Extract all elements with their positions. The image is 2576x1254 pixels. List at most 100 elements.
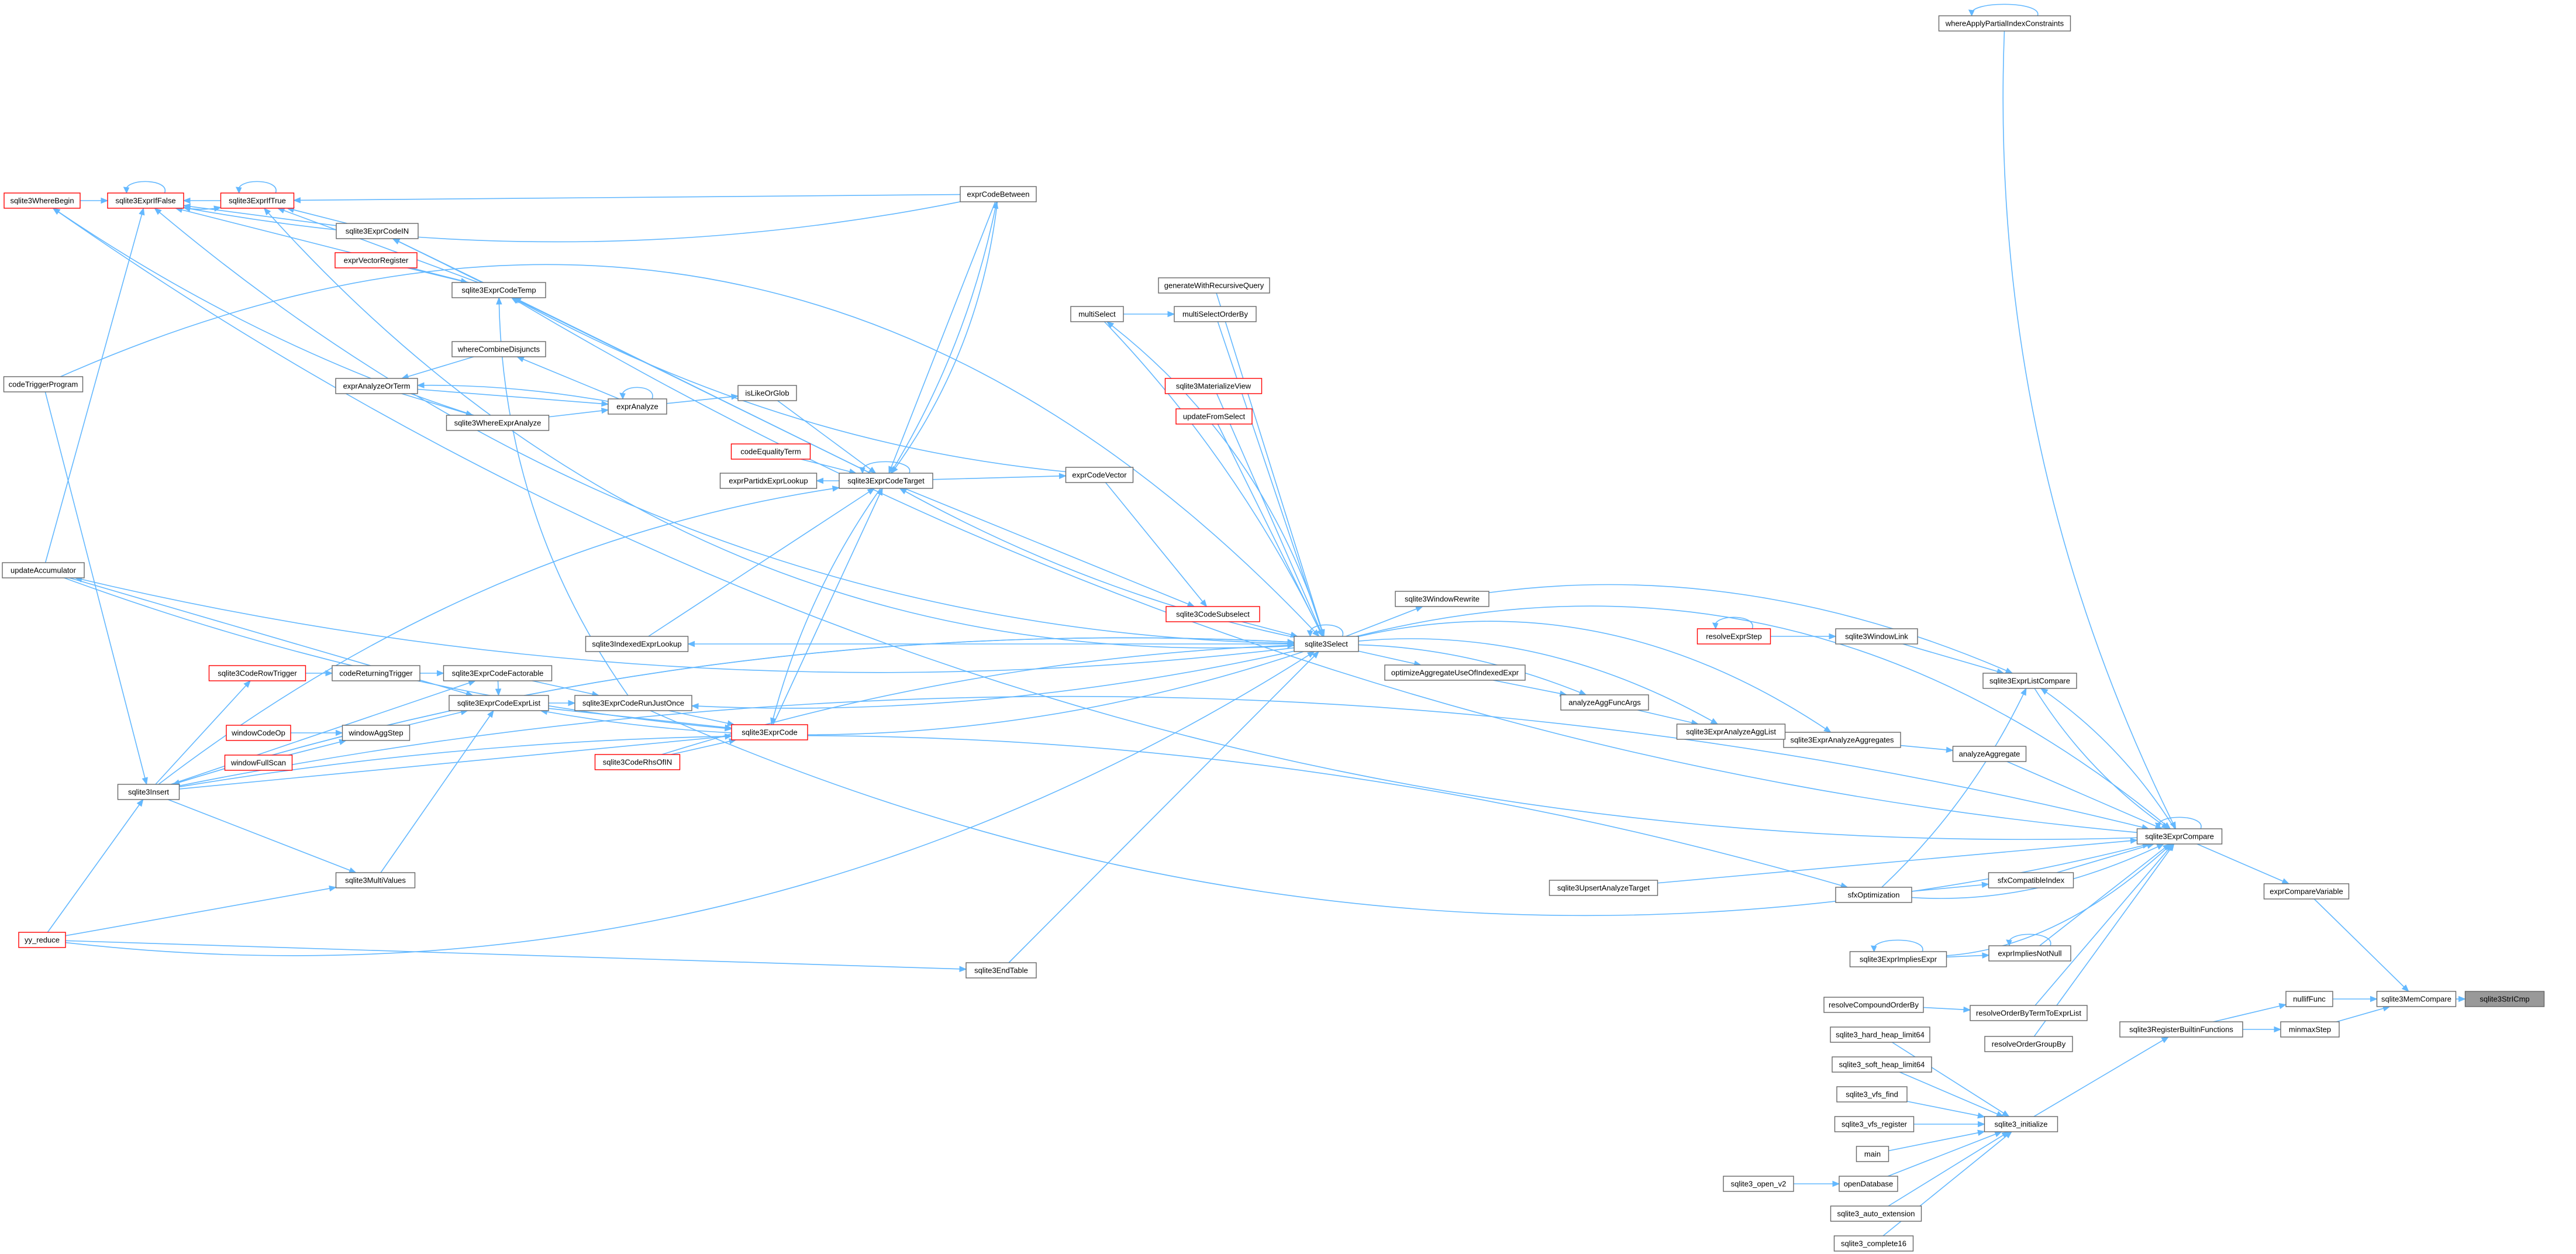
function-node-box (1835, 887, 1912, 903)
arrowhead-icon (2161, 1036, 2170, 1043)
function-node[interactable]: exprCodeVector (1065, 467, 1134, 483)
call-edge-line (1358, 638, 1718, 725)
function-node[interactable]: sqlite3WhereBegin (4, 192, 81, 209)
function-node-label: exprPartidxExprLookup (729, 477, 808, 485)
function-node[interactable]: main (1856, 1146, 1889, 1162)
call-edge-line (1358, 650, 1421, 666)
function-node[interactable]: sqlite3ExprListCompare (1982, 673, 2077, 689)
call-edge-line (2002, 30, 2177, 829)
function-node[interactable]: sqlite3MaterializeView (1164, 378, 1263, 394)
function-node[interactable]: sqlite3_vfs_register (1834, 1116, 1915, 1132)
function-node[interactable]: sqlite3_hard_heap_limit64 (1830, 1026, 1930, 1043)
arrowhead-icon (52, 208, 61, 215)
function-node[interactable]: sqlite3IndexedExprLookup (585, 636, 689, 652)
function-node[interactable]: resolveOrderByTermToExprList (1970, 1005, 2088, 1021)
function-node[interactable]: openDatabase (1839, 1176, 1898, 1192)
function-node[interactable]: sqlite3ExprCodeTarget (839, 473, 933, 489)
function-node[interactable]: generateWithRecursiveQuery (1158, 277, 1270, 294)
function-node[interactable]: windowAggStep (342, 725, 411, 741)
function-node[interactable]: sqlite3ExprIfFalse (107, 192, 184, 209)
function-node-label: sqlite3ExprIfFalse (115, 197, 175, 205)
function-node[interactable]: sqlite3_soft_heap_limit64 (1832, 1056, 1932, 1073)
function-node[interactable]: sqlite3ExprCodeFactorable (443, 665, 553, 681)
arrowhead-icon (2004, 1131, 2012, 1139)
function-node[interactable]: sqlite3WhereExprAnalyze (446, 415, 550, 431)
function-node[interactable]: isLikeOrGlob (737, 385, 797, 401)
function-node[interactable]: codeEqualityTerm (730, 443, 811, 460)
function-node[interactable]: analyzeAggregate (1952, 746, 2027, 762)
call-edge-line (1493, 680, 1567, 695)
function-node[interactable]: minmaxStep (2280, 1021, 2340, 1038)
function-node[interactable]: sqlite3UpsertAnalyzeTarget (1549, 880, 1658, 896)
function-node[interactable]: codeReturningTrigger (332, 665, 420, 681)
function-node[interactable]: sqlite3ExprCompare (2136, 828, 2223, 845)
function-node[interactable]: sqlite3RegisterBuiltinFunctions (2119, 1021, 2243, 1038)
function-node[interactable]: updateFromSelect (1175, 408, 1253, 425)
function-node[interactable]: codeTriggerProgram (3, 376, 84, 392)
function-node[interactable]: sqlite3CodeRowTrigger (208, 665, 306, 681)
function-node[interactable]: sfxCompatibleIndex (1988, 872, 2074, 888)
function-node[interactable]: resolveCompoundOrderBy (1823, 997, 1924, 1013)
function-node[interactable]: analyzeAggFuncArgs (1560, 694, 1649, 711)
function-node[interactable]: exprCompareVariable (2263, 883, 2350, 900)
function-node[interactable]: sqlite3MultiValues (335, 872, 416, 888)
function-node[interactable]: exprAnalyze (608, 398, 667, 415)
function-node[interactable]: sqlite3MemCompare (2376, 991, 2457, 1007)
function-node[interactable]: windowCodeOp (226, 725, 291, 741)
function-node[interactable]: sqlite3ExprCodeRunJustOnce (574, 695, 692, 711)
function-node[interactable]: sqlite3Insert (117, 784, 180, 800)
function-node[interactable]: sqlite3ExprIfTrue (220, 192, 295, 209)
function-node[interactable]: whereApplyPartialIndexConstraints (1938, 15, 2071, 32)
function-node[interactable]: sqlite3_complete16 (1833, 1235, 1914, 1252)
function-node[interactable]: resolveOrderGroupBy (1984, 1036, 2073, 1052)
function-node[interactable]: sqlite3ExprCode (731, 724, 808, 740)
function-node[interactable]: sqlite3ExprAnalyzeAggList (1676, 724, 1786, 740)
function-node[interactable]: sqlite3CodeSubselect (1165, 606, 1260, 622)
function-node-box (737, 385, 797, 401)
function-node[interactable]: sqlite3CodeRhsOfIN (594, 754, 681, 770)
function-node[interactable]: multiSelect (1070, 306, 1124, 322)
function-node[interactable]: sqlite3ExprCodeExprList (449, 695, 549, 711)
function-node[interactable]: exprImpliesNotNull (1988, 945, 2071, 962)
function-node[interactable]: resolveExprStep (1696, 628, 1771, 645)
function-node[interactable]: sqlite3ExprCodeTemp (451, 282, 546, 298)
function-node[interactable]: sqlite3_auto_extension (1830, 1205, 1922, 1222)
call-edge-line (75, 577, 1295, 673)
call-edge (1216, 393, 1324, 638)
function-node-box (451, 341, 546, 357)
function-node-box (585, 636, 689, 652)
function-node[interactable]: sqlite3ExprAnalyzeAggregates (1783, 732, 1901, 748)
function-node[interactable]: sqlite3_open_v2 (1723, 1176, 1794, 1192)
function-node[interactable]: exprPartidxExprLookup (719, 473, 818, 489)
function-node[interactable]: sqlite3WindowRewrite (1395, 591, 1489, 607)
function-node[interactable]: windowFullScan (224, 755, 293, 771)
function-node[interactable]: sqlite3ExprCodeIN (336, 223, 419, 239)
function-node-label: sqlite3ExprCodeIN (346, 227, 409, 236)
recursive-call-edge (1870, 939, 1923, 953)
function-node[interactable]: sqlite3_initialize (1984, 1116, 2058, 1132)
function-node[interactable]: yy_reduce (18, 932, 66, 948)
function-node[interactable]: sqlite3_vfs_find (1836, 1086, 1908, 1103)
call-edge-line (1358, 644, 1587, 695)
function-node-label: analyzeAggregate (1959, 750, 2020, 759)
function-node[interactable]: sfxOptimization (1835, 887, 1912, 903)
arrowhead-icon (601, 400, 609, 407)
function-node[interactable]: exprVectorRegister (334, 252, 418, 268)
function-node[interactable]: whereCombineDisjuncts (451, 341, 546, 357)
function-node[interactable]: exprCodeBetween (960, 186, 1037, 202)
function-node[interactable]: sqlite3ExprImpliesExpr (1849, 951, 1947, 967)
function-node-label: sqlite3ExprListCompare (1989, 677, 2070, 685)
function-node[interactable]: exprAnalyzeOrTerm (335, 378, 418, 394)
function-node[interactable]: optimizeAggregateUseOfIndexedExpr (1384, 664, 1526, 681)
function-node[interactable]: updateAccumulator (2, 562, 85, 578)
function-node-box (224, 755, 293, 771)
function-node[interactable]: nullifFunc (2285, 991, 2333, 1007)
function-node[interactable]: sqlite3Select (1294, 636, 1359, 652)
call-edge-line (1892, 1042, 2009, 1117)
function-node-label: sqlite3ExprCode (742, 728, 797, 737)
function-node[interactable]: sqlite3StrICmp (2464, 991, 2545, 1007)
function-node[interactable]: sqlite3WindowLink (1835, 628, 1918, 645)
function-node[interactable]: sqlite3EndTable (965, 962, 1037, 979)
call-edge (1103, 321, 1323, 638)
function-node[interactable]: multiSelectOrderBy (1174, 306, 1257, 322)
